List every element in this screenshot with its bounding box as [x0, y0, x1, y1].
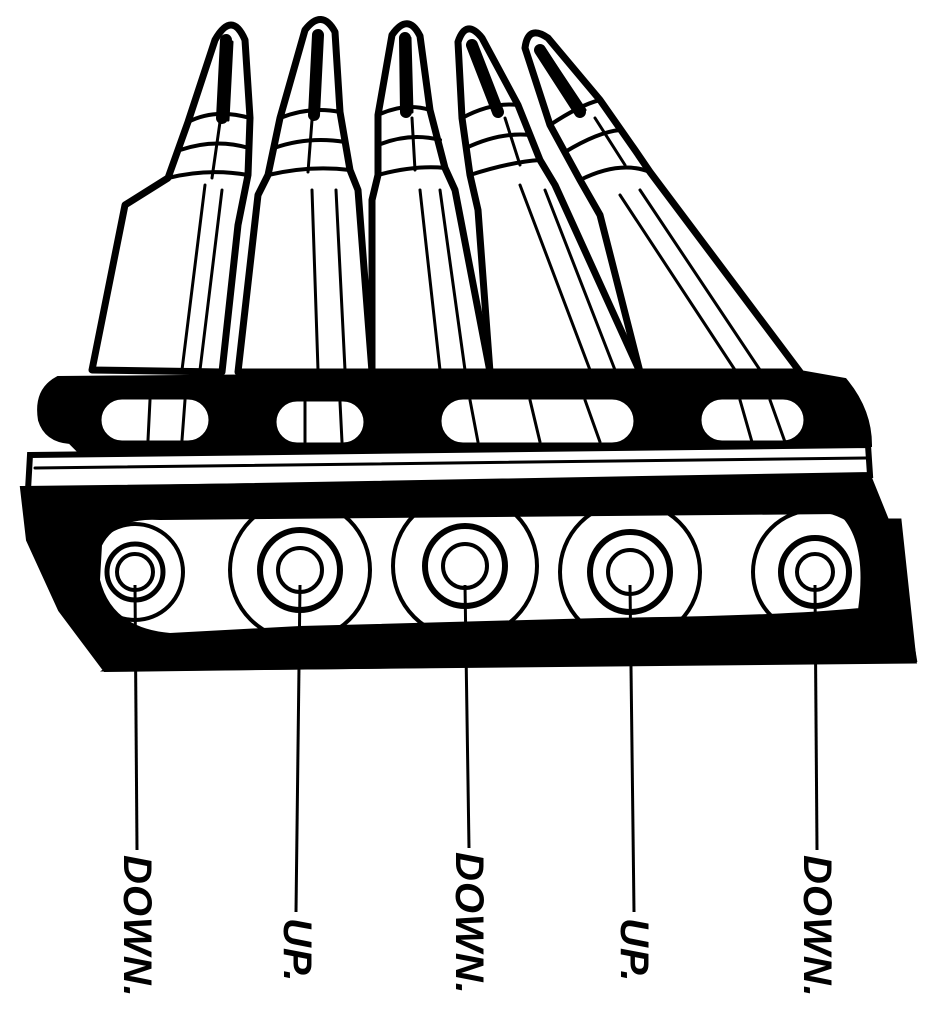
- cartridges: [88, 16, 804, 376]
- leader-line-3: [463, 584, 471, 849]
- cartridge-2: [234, 16, 376, 376]
- clip-slot: [438, 396, 637, 446]
- cartridge-1: [88, 21, 254, 376]
- callout-leaders: [133, 584, 819, 913]
- callout-label-3: DOWN.: [447, 852, 491, 995]
- callout-label-5: DOWN.: [795, 855, 839, 998]
- callout-label-4: UP.: [612, 918, 656, 983]
- cartridge-4: [454, 25, 644, 376]
- cartridge-5: [521, 29, 804, 376]
- clip-slot: [273, 398, 367, 446]
- leader-line-1: [133, 584, 139, 851]
- callout-labels: DOWN. UP. DOWN. UP. DOWN.: [115, 852, 839, 998]
- clip-slot: [698, 396, 807, 444]
- callout-label-2: UP.: [275, 918, 319, 983]
- clip-upper-band: [37, 369, 873, 455]
- clip-lower-body: [19, 475, 918, 673]
- leader-line-2: [294, 584, 302, 913]
- callout-label-1: DOWN.: [115, 855, 159, 998]
- leader-line-4: [628, 584, 636, 913]
- leader-line-5: [813, 584, 819, 851]
- cartridge-3: [368, 20, 494, 376]
- clip-slot: [98, 396, 212, 444]
